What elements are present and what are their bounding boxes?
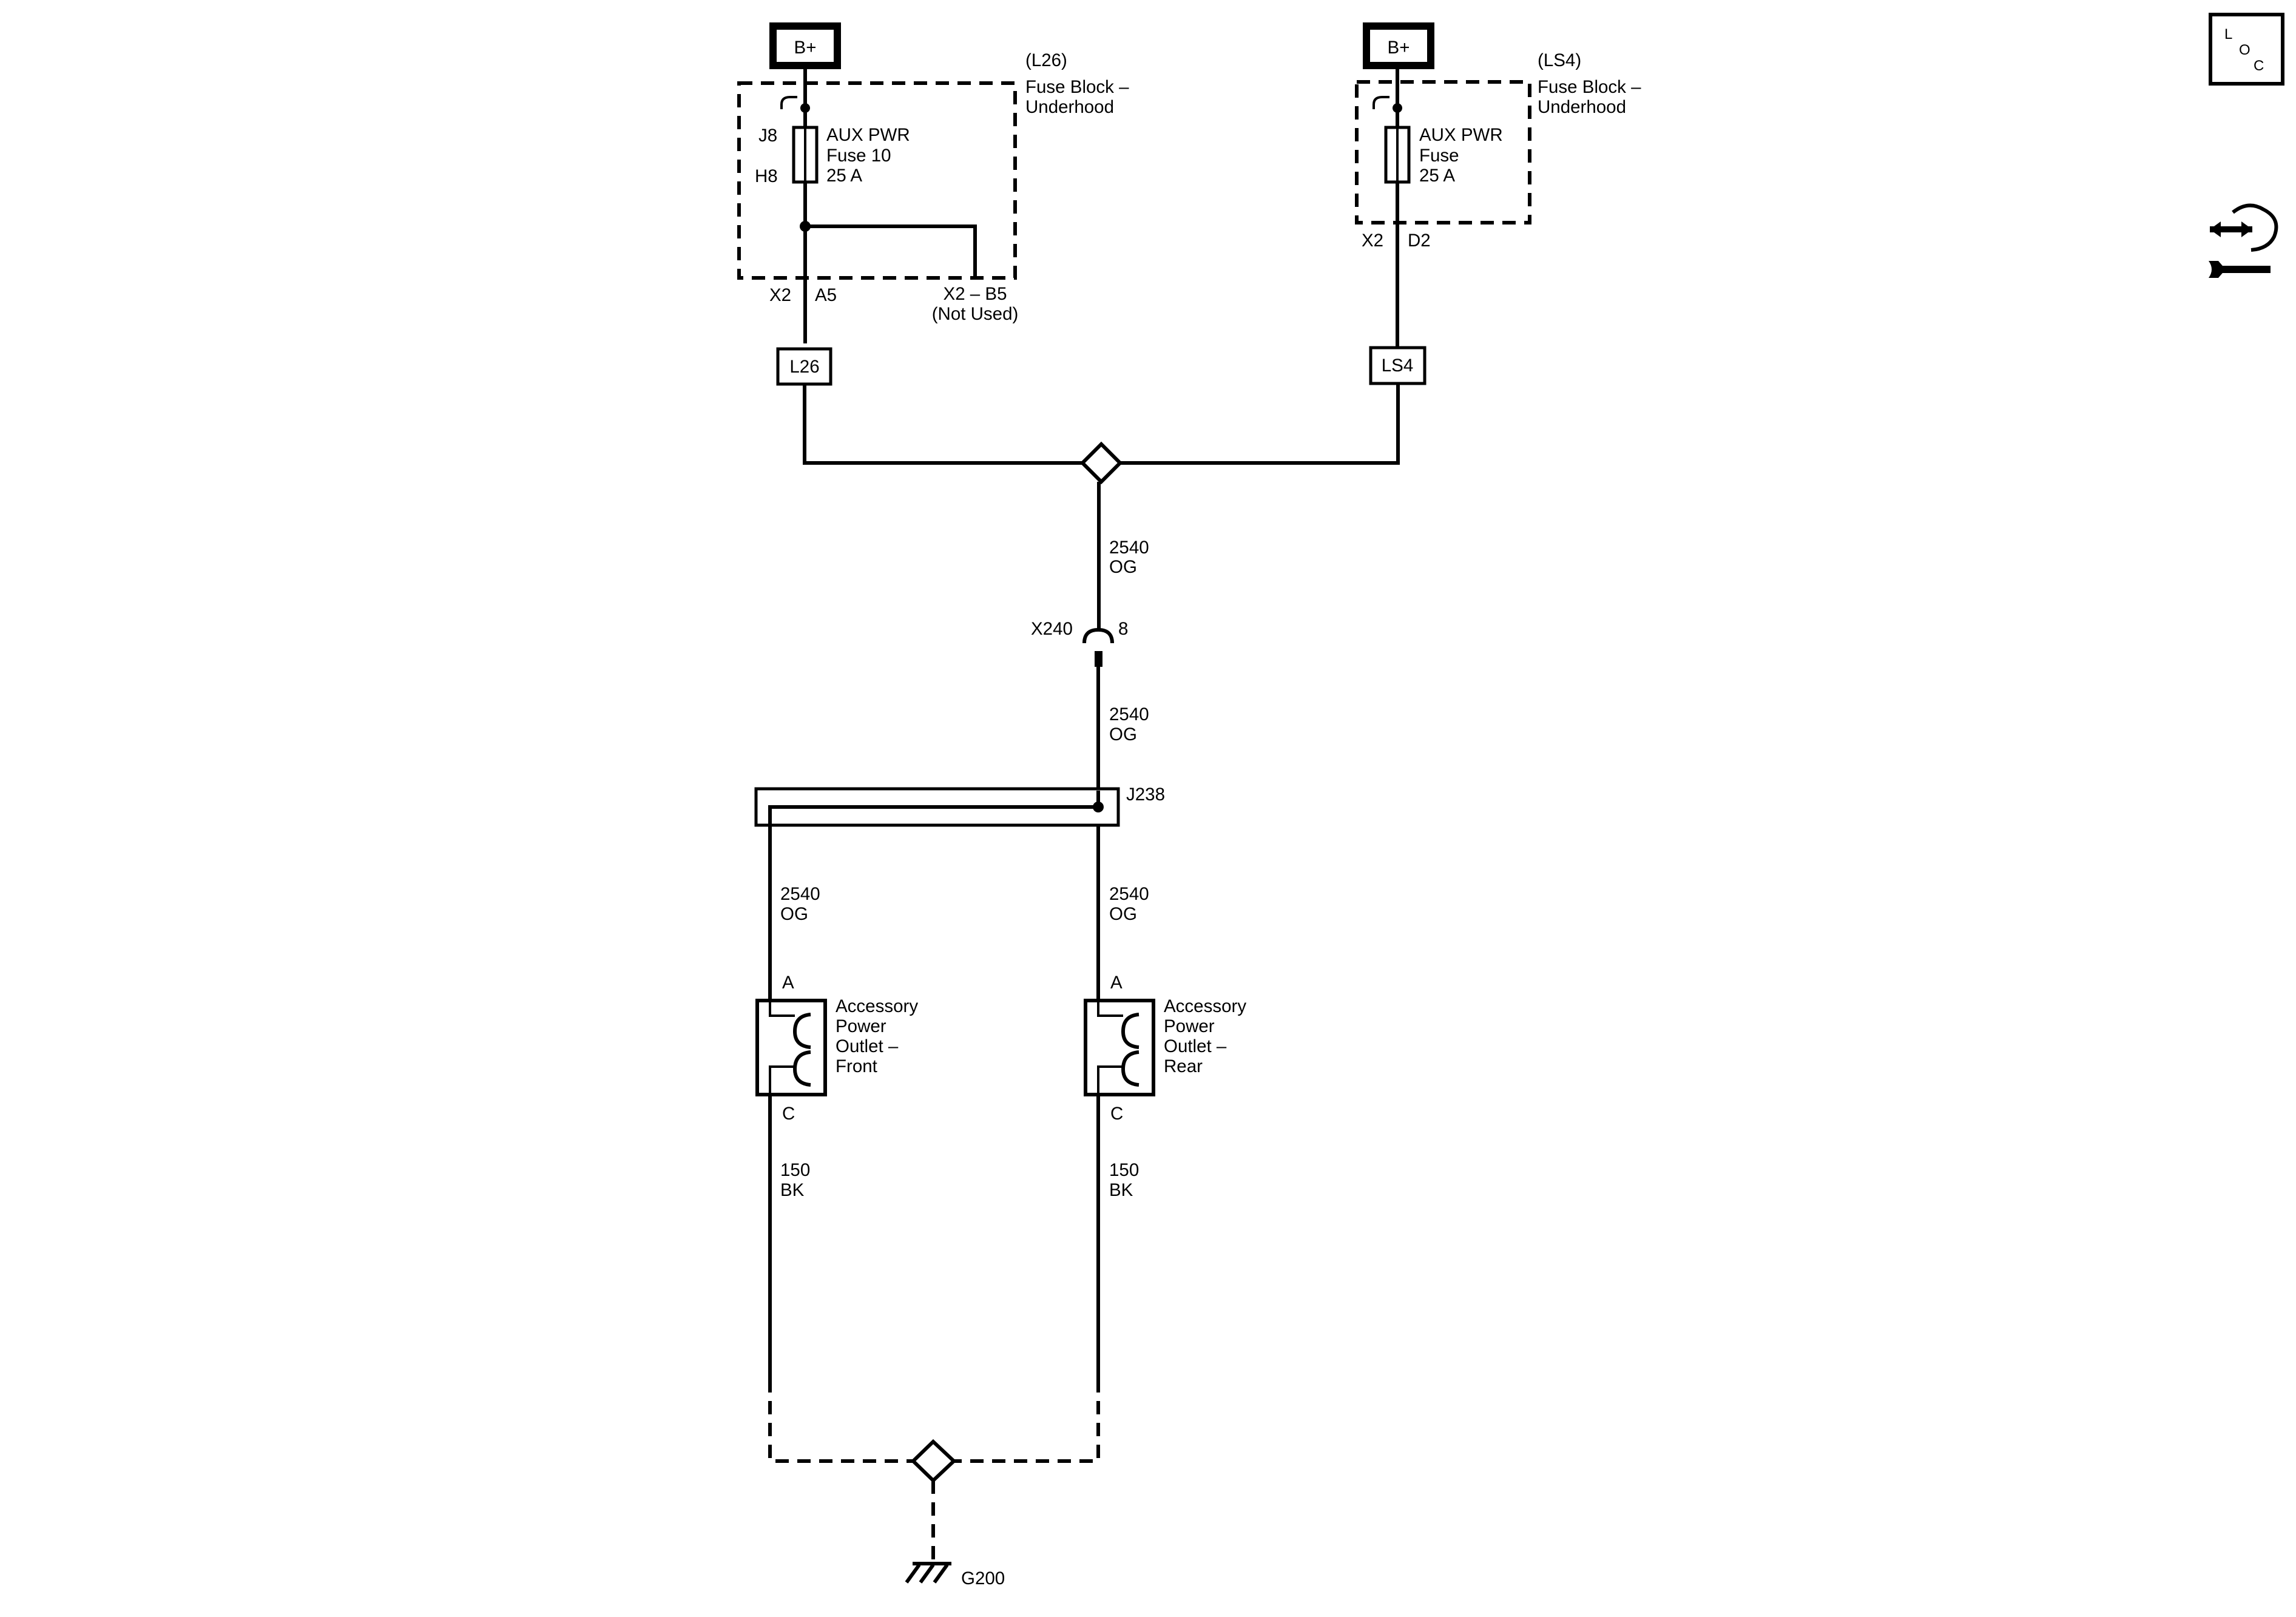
fuse-name-left-2: Fuse 10 — [826, 146, 891, 166]
rear-outlet-branch: 2540 OG A Accessory Power Outlet – Rear … — [1084, 825, 1246, 1379]
connector-x240-pin: 8 — [1118, 619, 1128, 639]
outlet-front-label-4: Front — [836, 1056, 877, 1076]
battery-terminal-right — [1363, 22, 1434, 69]
outlet-front-pin-a: A — [782, 973, 794, 993]
location-icon[interactable]: L O C — [2209, 13, 2284, 86]
front-outlet-branch: 2540 OG A Accessory Power Outlet – Front… — [755, 825, 918, 1379]
fuse-pin-j8: J8 — [758, 126, 777, 146]
fuse-name-right-1: AUX PWR — [1419, 125, 1503, 145]
connector-x240-male — [1095, 651, 1102, 667]
main-feed: 2540 OG X240 8 2540 OG — [1031, 441, 1149, 791]
unused-connector-label: X2 – B5 — [944, 284, 1007, 304]
wire-2540-upper-circuit: 2540 — [1109, 538, 1149, 558]
outlet-front-pin-c: C — [782, 1104, 795, 1124]
outlet-front-label-2: Power — [836, 1016, 886, 1036]
outlet-front-label-1: Accessory — [836, 996, 918, 1016]
wire-rear-ground-color: BK — [1109, 1180, 1133, 1200]
option-box-ls4 — [1369, 346, 1427, 385]
left-fuse-branch: B+ (L26) Fuse Block – Underhood J8 H8 AU… — [737, 22, 1129, 465]
right-fuse-branch: B+ (LS4) Fuse Block – Underhood AUX PWR … — [1120, 22, 1641, 465]
splice-j238-name: J238 — [1126, 785, 1165, 805]
outlet-rear-label-2: Power — [1164, 1016, 1215, 1036]
fuse-block-title-left-1: Fuse Block – — [1025, 77, 1129, 97]
ground-g200: G200 — [768, 1379, 1100, 1588]
connector-repair-icon[interactable] — [2209, 203, 2278, 278]
ground-symbol — [905, 1562, 951, 1584]
fuse-block-option-right: (LS4) — [1538, 50, 1581, 70]
wire-2540-lower-circuit: 2540 — [1109, 704, 1149, 724]
fuse-block-title-right-2: Underhood — [1538, 97, 1626, 117]
fuse-out-pin-left: A5 — [815, 285, 837, 305]
wire-2540-lower-color: OG — [1109, 724, 1137, 744]
option-label-l26: L26 — [789, 357, 819, 377]
wire-2540-upper-color: OG — [1109, 557, 1137, 577]
wire-rear-feed-circuit: 2540 — [1109, 884, 1149, 904]
fuse-block-option-left: (L26) — [1025, 50, 1067, 70]
option-splice-diamond-top — [1079, 441, 1123, 485]
fuse-name-left-3: 25 A — [826, 166, 862, 186]
fuse-name-right-2: Fuse — [1419, 146, 1459, 166]
connector-x240-name: X240 — [1031, 619, 1073, 639]
outlet-rear-label-4: Rear — [1164, 1056, 1203, 1076]
outlet-front-label-3: Outlet – — [836, 1036, 899, 1056]
fuse-out-connector-left: X2 — [769, 285, 791, 305]
outlet-rear-label-1: Accessory — [1164, 996, 1246, 1016]
wire-front-ground-circuit: 150 — [780, 1160, 810, 1180]
outlet-rear-pin-c: C — [1110, 1104, 1123, 1124]
battery-label-right: B+ — [1388, 38, 1410, 58]
ground-name: G200 — [961, 1568, 1005, 1588]
battery-label-left: B+ — [794, 38, 817, 58]
fuse-name-left-1: AUX PWR — [826, 125, 910, 145]
fuse-out-connector-right: X2 — [1362, 231, 1383, 251]
wire-rear-ground-circuit: 150 — [1109, 1160, 1139, 1180]
fuse-block-underhood-right — [1355, 80, 1531, 224]
wire-front-ground-color: BK — [780, 1180, 805, 1200]
fuse-name-right-3: 25 A — [1419, 166, 1455, 186]
fuse-block-title-right-1: Fuse Block – — [1538, 77, 1641, 97]
splice-pack-j238: J238 — [754, 785, 1165, 827]
wire-front-feed-color: OG — [780, 904, 808, 924]
loc-letter-o: O — [2239, 42, 2250, 58]
option-label-ls4: LS4 — [1382, 356, 1414, 376]
loc-letter-c: C — [2254, 58, 2264, 74]
loc-letter-l: L — [2224, 26, 2232, 42]
connector-x240-female — [1082, 627, 1114, 644]
wire-front-feed-circuit: 2540 — [780, 884, 820, 904]
option-splice-diamond-ground — [910, 1439, 957, 1484]
fuse-out-pin-right: D2 — [1408, 231, 1431, 251]
fuse-block-underhood-left — [737, 81, 1017, 280]
unused-connector-note: (Not Used) — [932, 304, 1019, 324]
fuse-block-title-left-2: Underhood — [1025, 97, 1114, 117]
outlet-rear-label-3: Outlet – — [1164, 1036, 1227, 1056]
fuse-pin-h8: H8 — [755, 166, 778, 186]
wire-rear-feed-color: OG — [1109, 904, 1137, 924]
accessory-power-outlet-rear — [1084, 999, 1155, 1096]
outlet-rear-pin-a: A — [1110, 973, 1123, 993]
